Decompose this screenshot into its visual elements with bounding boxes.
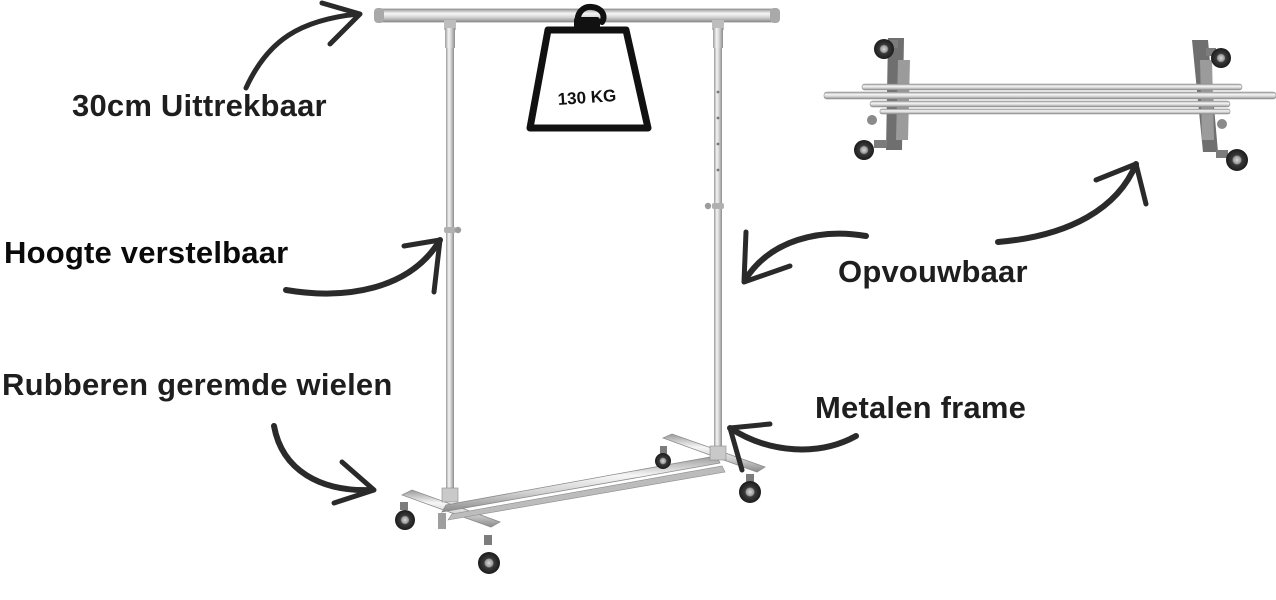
arrow-icon-foldable [741, 229, 869, 285]
clothing-rack [374, 8, 780, 574]
wheel-front-left [395, 502, 415, 530]
label-rubber-braked-wheels: Rubberen geremde wielen [2, 367, 393, 402]
arrow-icon-wheels [271, 423, 377, 506]
wheel-back-right [739, 474, 761, 503]
weight-icon: 130 KG [526, 3, 652, 132]
label-foldable: Opvouwbaar [838, 254, 1028, 289]
folded-rack-illustration [823, 38, 1276, 171]
right-upright [704, 20, 724, 450]
label-height-adjustable: Hoogte verstelbaar [4, 235, 289, 270]
arrow-icon-extendable [243, 0, 363, 91]
label-extendable: 30cm Uittrekbaar [72, 88, 327, 123]
arrow-icon-height [283, 237, 443, 297]
folded-wheel-top-left [874, 39, 898, 59]
wheel-back-left [655, 446, 671, 469]
left-upright [444, 20, 462, 490]
arrow-icon-folded-view [995, 161, 1149, 245]
rack-base [400, 433, 766, 529]
arrow-icon-frame [727, 421, 859, 473]
folded-wheel-bottom-right [1216, 149, 1248, 171]
weight-capacity-label: 130 KG [557, 86, 617, 109]
label-metal-frame: Metalen frame [815, 390, 1027, 425]
wheel-front-right [478, 535, 500, 574]
folded-wheel-bottom-left [854, 140, 886, 160]
folded-wheel-top-right [1206, 48, 1231, 68]
